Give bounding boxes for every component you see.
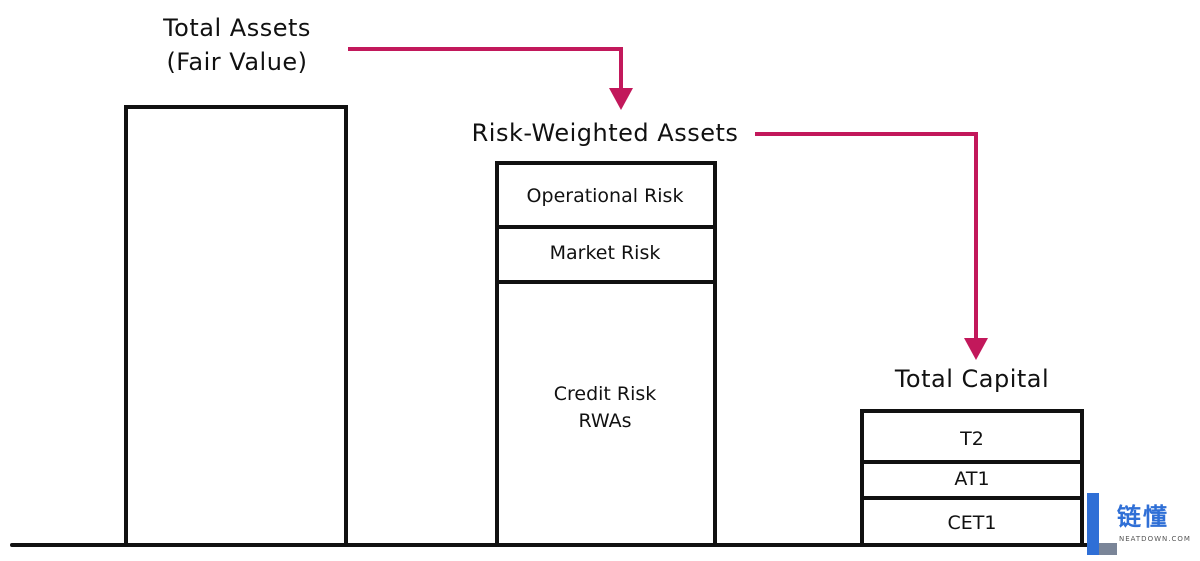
total-assets-title-line2: (Fair Value) <box>166 48 307 76</box>
watermark-text-cn: 链懂 <box>1117 503 1169 531</box>
watermark-logo: 链懂 NEATDOWN.COM <box>1083 491 1200 561</box>
rwa-bar <box>495 161 717 547</box>
total-assets-bar <box>124 105 348 547</box>
total-capital-title: Total Capital <box>894 365 1049 393</box>
arrow-rwa-to-capital-head <box>964 338 988 360</box>
total-assets-title-line1: Total Assets <box>162 14 311 42</box>
segment-at1: AT1 <box>954 468 989 490</box>
segment-credit-risk-line1: Credit Risk <box>554 383 657 405</box>
total-capital-bar <box>860 409 1084 547</box>
segment-market-risk: Market Risk <box>550 242 661 264</box>
arrow-rwa-to-capital <box>755 132 978 338</box>
arrow-assets-to-rwa-head <box>609 88 633 110</box>
segment-operational-risk: Operational Risk <box>527 185 684 207</box>
logo-l-icon <box>1087 493 1117 555</box>
arrow-assets-to-rwa <box>348 47 623 88</box>
segment-t2: T2 <box>959 428 984 450</box>
segment-cet1: CET1 <box>948 512 997 534</box>
segment-credit-risk-line2: RWAs <box>578 410 631 432</box>
watermark-text-en: NEATDOWN.COM <box>1119 535 1191 543</box>
rwa-title: Risk-Weighted Assets <box>472 119 739 147</box>
